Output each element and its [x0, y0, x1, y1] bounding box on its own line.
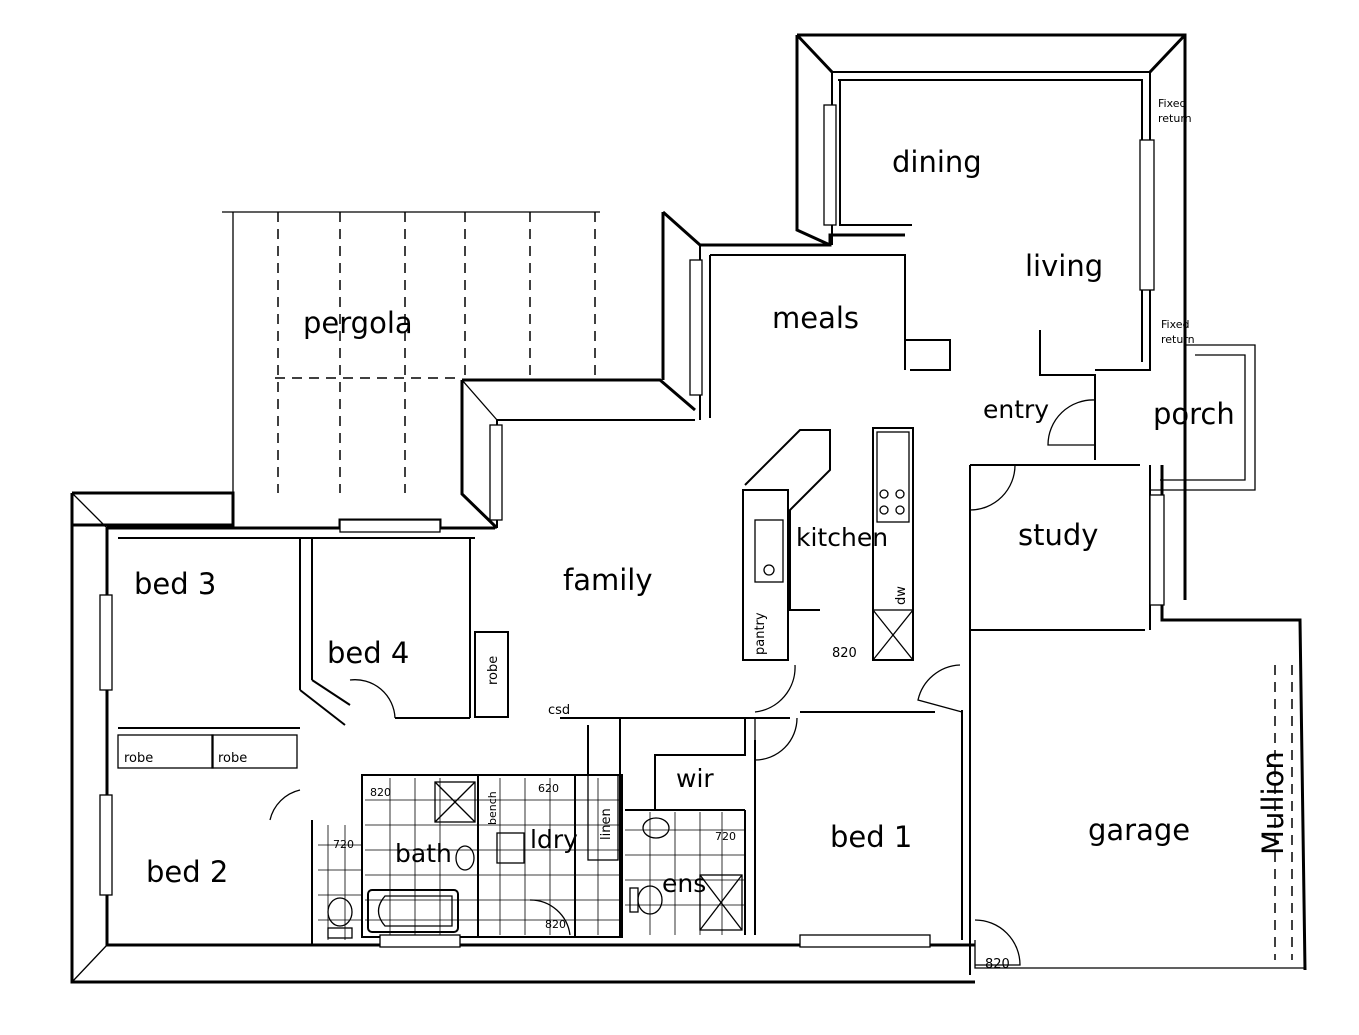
label-csd: csd — [548, 703, 570, 718]
label-linen: linen — [599, 808, 614, 840]
label-study: study — [1018, 518, 1098, 552]
label-ldry: ldry — [530, 825, 578, 854]
dim-bath-door-820: 820 — [370, 786, 391, 799]
dim-ens-door: 820 — [545, 918, 566, 931]
label-robe-bed3: robe — [218, 751, 247, 766]
dim-bath-door-720: 720 — [333, 838, 354, 851]
internal-walls — [117, 330, 1096, 945]
wet-area-tiles — [318, 778, 745, 940]
label-family: family — [563, 563, 653, 597]
label-robe-bed4: robe — [486, 656, 501, 685]
windows — [99, 104, 1165, 948]
label-entry: entry — [983, 395, 1049, 424]
room-labels: dining living meals pergola entry porch … — [134, 145, 1235, 898]
label-dining: dining — [892, 145, 982, 179]
label-bed-4: bed 4 — [327, 636, 409, 670]
label-living: living — [1025, 249, 1103, 283]
label-kitchen: kitchen — [796, 523, 888, 552]
label-fixed-return-bottom-1: Fixed — [1161, 318, 1190, 331]
label-fixed-return-bottom-2: return — [1161, 333, 1195, 346]
label-porch: porch — [1153, 397, 1235, 431]
label-garage: garage — [1088, 813, 1190, 847]
label-mullion: Mullion — [1256, 751, 1290, 855]
dim-garage-door: 820 — [985, 957, 1010, 972]
label-bed-3: bed 3 — [134, 567, 216, 601]
label-robe-bed2: robe — [124, 751, 153, 766]
sanitary-fixtures — [327, 781, 743, 939]
pergola-area — [222, 211, 600, 493]
label-pantry: pantry — [753, 612, 768, 655]
label-bath: bath — [395, 839, 452, 868]
label-dishwasher: dw — [894, 586, 909, 605]
annotation-labels: robe robe robe linen bench pantry dw csd… — [124, 97, 1290, 855]
dimension-labels: 820 820 820 720 720 620 820 — [333, 646, 1010, 972]
label-pergola: pergola — [303, 306, 413, 340]
label-fixed-return-top-2: return — [1158, 112, 1192, 125]
label-bed-2: bed 2 — [146, 855, 228, 889]
label-ens: ens — [662, 869, 706, 898]
label-bed-1: bed 1 — [830, 820, 912, 854]
label-wir: wir — [676, 764, 714, 793]
label-bench: bench — [486, 791, 499, 825]
door-swings — [269, 399, 1096, 966]
label-fixed-return-top-1: Fixed — [1158, 97, 1187, 110]
dim-kitchen-door: 820 — [832, 646, 857, 661]
label-meals: meals — [772, 301, 859, 335]
dim-ldry-door: 620 — [538, 782, 559, 795]
dim-ens-door-720: 720 — [715, 830, 736, 843]
